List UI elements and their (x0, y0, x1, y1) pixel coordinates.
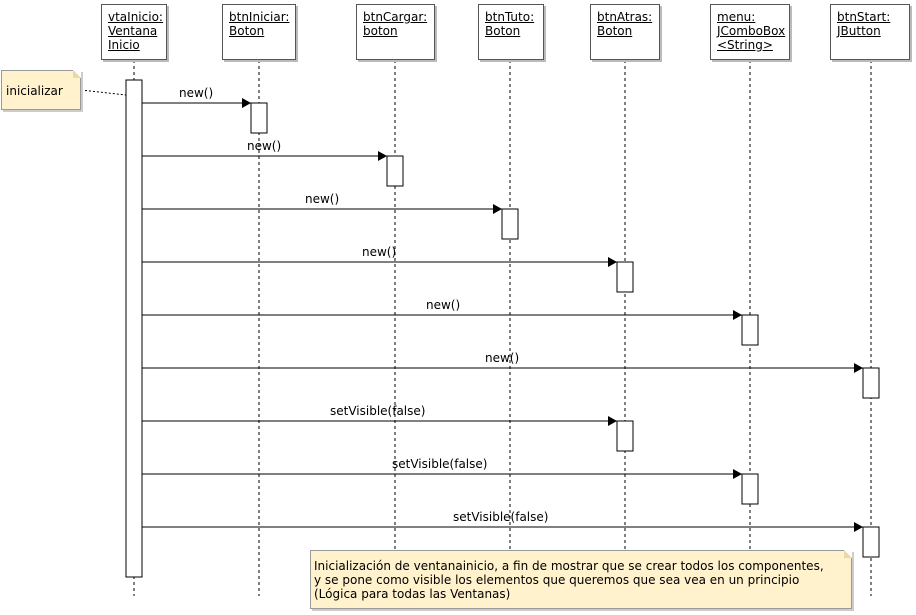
note-description: Inicialización de ventanainicio, a fin d… (310, 550, 852, 609)
activation-tuto-2 (501, 208, 519, 240)
arrowhead-4 (733, 310, 742, 320)
lifeline-title-menu: menu: JComboBox <String> (717, 10, 786, 52)
message-label-2: new() (305, 192, 340, 206)
lifeline-title-vta: vtaInicio: Ventana Inicio (108, 10, 163, 52)
activation-atras-6 (616, 420, 634, 452)
activation-start-8 (862, 526, 880, 558)
lifeline-head-atras: btnAtras: Boton (590, 4, 660, 60)
activation-menu-7 (741, 473, 759, 505)
arrowhead-2 (493, 204, 502, 214)
message-label-0: new() (179, 86, 214, 100)
activation-atras-3 (616, 261, 634, 293)
lifeline-head-menu: menu: JComboBox <String> (710, 4, 790, 60)
arrowhead-1 (378, 151, 387, 161)
arrowhead-3 (608, 257, 617, 267)
message-label-7: setVisible(false) (392, 457, 488, 471)
lifeline-title-start: btnStart: JButton (837, 10, 891, 38)
note-inicializar: inicializar (1, 70, 81, 110)
lifeline-head-start: btnStart: JButton (830, 4, 910, 60)
note-inicializar-text: inicializar (6, 84, 63, 98)
message-label-1: new() (247, 139, 282, 153)
message-label-5: new() (485, 351, 520, 365)
lifeline-title-atras: btnAtras: Boton (597, 10, 653, 38)
arrowhead-0 (242, 98, 251, 108)
lifeline-head-tuto: btnTuto: Boton (478, 4, 544, 60)
arrowhead-7 (733, 469, 742, 479)
message-label-4: new() (426, 298, 461, 312)
activation-cargar-1 (386, 155, 404, 187)
arrowhead-6 (608, 416, 617, 426)
activation-iniciar-0 (250, 102, 268, 134)
arrowhead-5 (854, 363, 863, 373)
lifeline-title-iniciar: btnIniciar: Boton (229, 10, 290, 38)
lifeline-head-cargar: btnCargar: boton (356, 4, 435, 60)
activation-vta (125, 79, 143, 578)
arrowhead-8 (854, 522, 863, 532)
note-description-text: Inicialización de ventanainicio, a fin d… (314, 559, 824, 601)
activation-start-5 (862, 367, 880, 399)
activation-menu-4 (741, 314, 759, 346)
message-label-6: setVisible(false) (330, 404, 426, 418)
lifeline-title-tuto: btnTuto: Boton (485, 10, 535, 38)
lifeline-title-cargar: btnCargar: boton (363, 10, 428, 38)
message-label-8: setVisible(false) (453, 510, 549, 524)
lifeline-head-iniciar: btnIniciar: Boton (222, 4, 296, 60)
message-label-3: new() (362, 245, 397, 259)
note-connector (80, 89, 127, 96)
lifeline-head-vta: vtaInicio: Ventana Inicio (101, 4, 167, 60)
